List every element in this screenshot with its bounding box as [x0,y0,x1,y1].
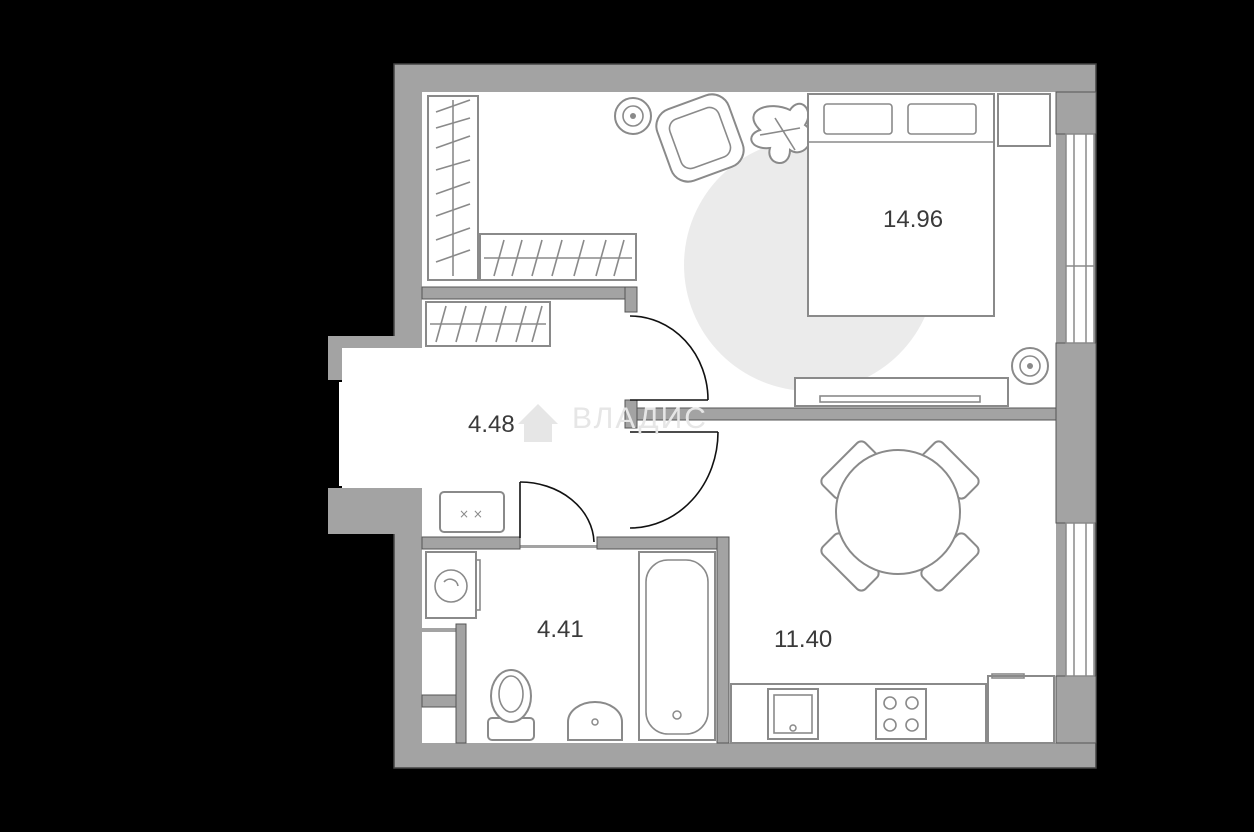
washing-machine-icon [425,551,481,619]
bed-icon [807,93,995,317]
sink-icon [767,688,819,740]
armchair-icon [655,93,745,183]
kitchen-area-label: 11.40 [774,626,832,653]
watermark-text: ВЛАДИС [572,402,708,435]
house-logo-icon [518,404,558,442]
watermark: ВЛАДИС [518,402,708,442]
door-kitchen [629,431,719,529]
interior-walls [421,91,1097,744]
tv-stand-icon [794,377,1009,407]
hallway-area-label: 4.48 [468,411,515,438]
bathtub-icon [638,551,716,741]
nightstand-icon [997,93,1051,147]
wardrobe-hallway [425,301,551,347]
wardrobe-horizontal [479,233,637,281]
fan-icon-2 [1011,347,1049,385]
plant-icon [750,102,813,164]
hallway-cabinet-icon: × × [439,491,505,533]
svg-text:× ×: × × [459,507,483,521]
stove-icon [875,688,927,740]
door-bathroom [519,481,595,543]
wardrobe-vertical [427,95,479,281]
bathroom-area-label: 4.41 [537,616,584,643]
toilet-icon [487,669,535,741]
fan-icon [614,97,652,135]
bedroom-area-label: 14.96 [883,206,943,233]
windows [1065,133,1095,677]
dining-table-icon [820,440,980,592]
door-bedroom [629,315,709,401]
washbasin-icon [567,701,623,741]
